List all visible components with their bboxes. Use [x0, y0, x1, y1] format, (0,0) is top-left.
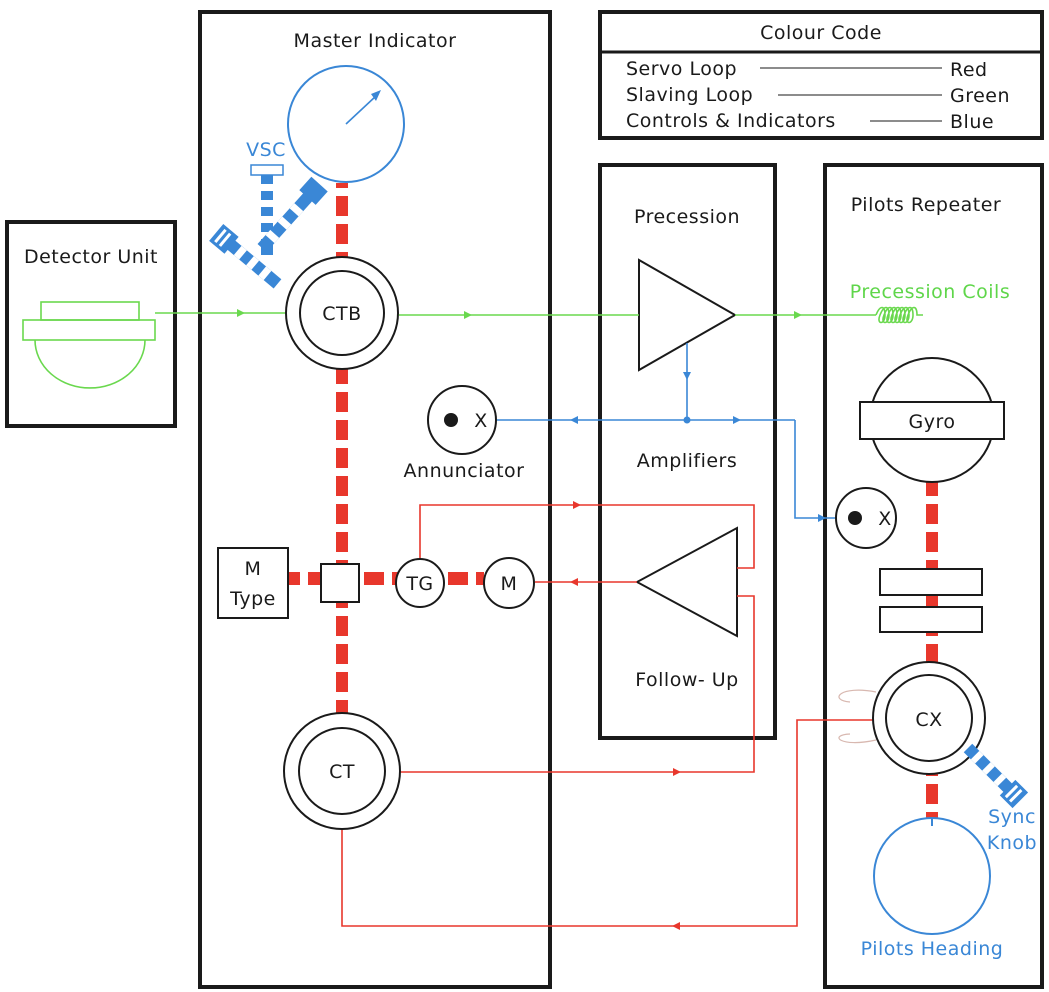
colour-code-legend: Colour Code Servo Loop Red Slaving Loop …: [598, 10, 1044, 140]
servo-loop-wiring: [341, 501, 877, 930]
m-type-box: M Type: [217, 547, 289, 619]
legend-colour-blue: Blue: [950, 111, 994, 133]
pilots-repeater-panel: Pilots Repeater: [823, 163, 1044, 989]
annunciator: X Annunciator: [404, 385, 525, 482]
ct-label: CT: [329, 761, 355, 783]
legend-loop-slaving: Slaving Loop: [626, 84, 753, 106]
sync-knob-line2: Knob: [987, 832, 1037, 854]
gyro: Gyro: [859, 357, 1005, 483]
ctb-synchro: CTB: [285, 256, 399, 370]
annunciator-label: Annunciator: [404, 460, 525, 482]
pilots-heading-dial: Pilots Heading: [861, 817, 1004, 960]
pilots-heading-label: Pilots Heading: [861, 938, 1004, 960]
vsc-label: VSC: [246, 139, 286, 161]
vsc-knob: VSC: [209, 139, 328, 289]
detector-unit-icon: [22, 301, 156, 389]
detector-unit-title: Detector Unit: [24, 246, 158, 268]
sync-knob: Sync Knob: [963, 743, 1037, 854]
repeater-x: X: [878, 508, 892, 530]
repeater-indicator: X: [835, 487, 897, 549]
gear-junction: [320, 563, 360, 603]
legend-loop-controls: Controls & Indicators: [626, 110, 836, 132]
m-type-line1: M: [245, 558, 262, 580]
follow-up-label: Follow- Up: [635, 669, 738, 691]
cx-synchro: CX: [872, 661, 986, 775]
detector-unit-panel: Detector Unit: [5, 220, 177, 428]
m-type-line2: Type: [229, 588, 276, 610]
annunciator-x: X: [474, 410, 488, 432]
master-indicator-panel: Master Indicator: [198, 10, 552, 989]
colour-code-title: Colour Code: [760, 22, 882, 44]
precession-amplifier-panel: Precession Amplifiers Follow- Up: [598, 163, 777, 740]
legend-loop-servo: Servo Loop: [626, 58, 737, 80]
controls-indicators-wiring: [497, 343, 836, 522]
slaving-loop-wiring: Precession Coils: [155, 281, 1010, 324]
master-indicator-title: Master Indicator: [294, 30, 457, 52]
tg-label: TG: [405, 573, 433, 595]
precession-coils-label: Precession Coils: [850, 281, 1010, 303]
master-heading-dial: [287, 65, 405, 183]
servo-shafts: [289, 183, 938, 820]
legend-colour-red: Red: [950, 59, 988, 81]
gearbox-plates: [879, 568, 983, 633]
ct-synchro: CT: [283, 712, 401, 830]
gyro-label: Gyro: [909, 411, 956, 433]
ctb-label: CTB: [322, 303, 361, 325]
cx-label: CX: [915, 709, 942, 731]
motor: M: [483, 557, 535, 609]
precession-title: Precession: [634, 206, 740, 228]
precession-coils-icon: [875, 306, 923, 324]
amplifiers-label: Amplifiers: [637, 450, 738, 472]
motor-label: M: [501, 573, 518, 595]
follow-up-amplifier-triangle: [634, 526, 738, 638]
legend-colour-green: Green: [950, 85, 1010, 107]
tacho-generator: TG: [395, 558, 445, 608]
pilots-repeater-title: Pilots Repeater: [851, 194, 1002, 216]
sync-knob-line1: Sync: [988, 806, 1036, 828]
